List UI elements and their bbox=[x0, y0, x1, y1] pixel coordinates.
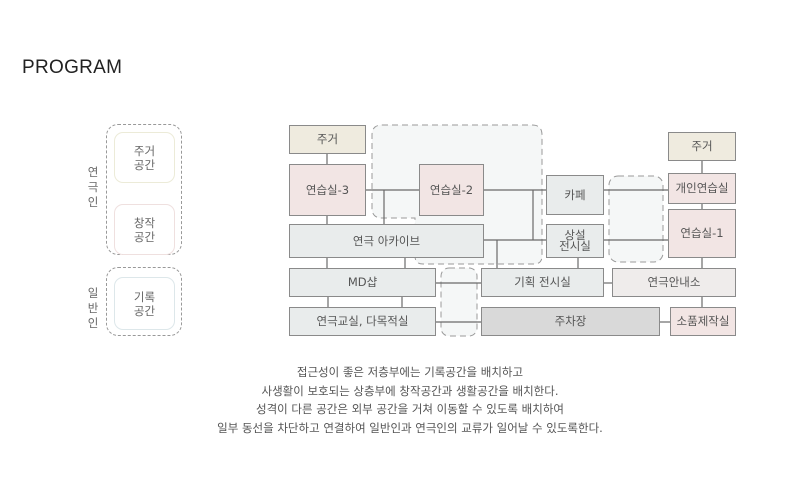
room-practice-3: 연습실-3 bbox=[289, 164, 366, 216]
description: 접근성이 좋은 저층부에는 기록공간을 배치하고 사생활이 보호되는 상층부에 … bbox=[0, 363, 800, 437]
description-line: 사생활이 보호되는 상층부에 창작공간과 생활공간을 배치한다. bbox=[261, 383, 559, 398]
description-line: 일부 동선을 차단하고 연결하여 일반인과 연극인의 교류가 일어날 수 있도록… bbox=[217, 420, 603, 435]
room-residence-left: 주거 bbox=[289, 125, 366, 154]
description-line: 접근성이 좋은 저층부에는 기록공간을 배치하고 bbox=[296, 365, 524, 379]
legend-group-public bbox=[106, 267, 182, 336]
legend-creative-space: 창작 공간 bbox=[114, 204, 175, 255]
outdoor-zone-lower bbox=[440, 267, 478, 337]
room-info-center: 연극안내소 bbox=[612, 268, 736, 297]
room-md-shop: MD샵 bbox=[289, 268, 436, 297]
room-practice-2: 연습실-2 bbox=[419, 164, 484, 216]
room-private-practice: 개인연습실 bbox=[668, 173, 736, 204]
room-classroom: 연극교실, 다목적실 bbox=[289, 307, 436, 336]
room-cafe: 카페 bbox=[546, 175, 604, 215]
room-permanent-exhibit: 상설 전시실 bbox=[546, 224, 604, 258]
outdoor-zone-right bbox=[608, 175, 664, 263]
room-practice-1: 연습실-1 bbox=[668, 209, 736, 258]
legend-residence-space: 주거 공간 bbox=[114, 132, 175, 183]
legend-archive-space: 기록 공간 bbox=[114, 277, 175, 330]
page-title: PROGRAM bbox=[22, 57, 123, 78]
room-special-exhibit: 기획 전시실 bbox=[481, 268, 604, 297]
description-line: 성격이 다른 공간은 외부 공간을 거쳐 이동할 수 있도록 배치하여 bbox=[256, 402, 564, 416]
room-archive: 연극 아카이브 bbox=[289, 224, 484, 258]
room-prop-workshop: 소품제작실 bbox=[670, 307, 736, 336]
room-parking: 주차장 bbox=[481, 307, 660, 336]
room-residence-right: 주거 bbox=[668, 132, 736, 161]
